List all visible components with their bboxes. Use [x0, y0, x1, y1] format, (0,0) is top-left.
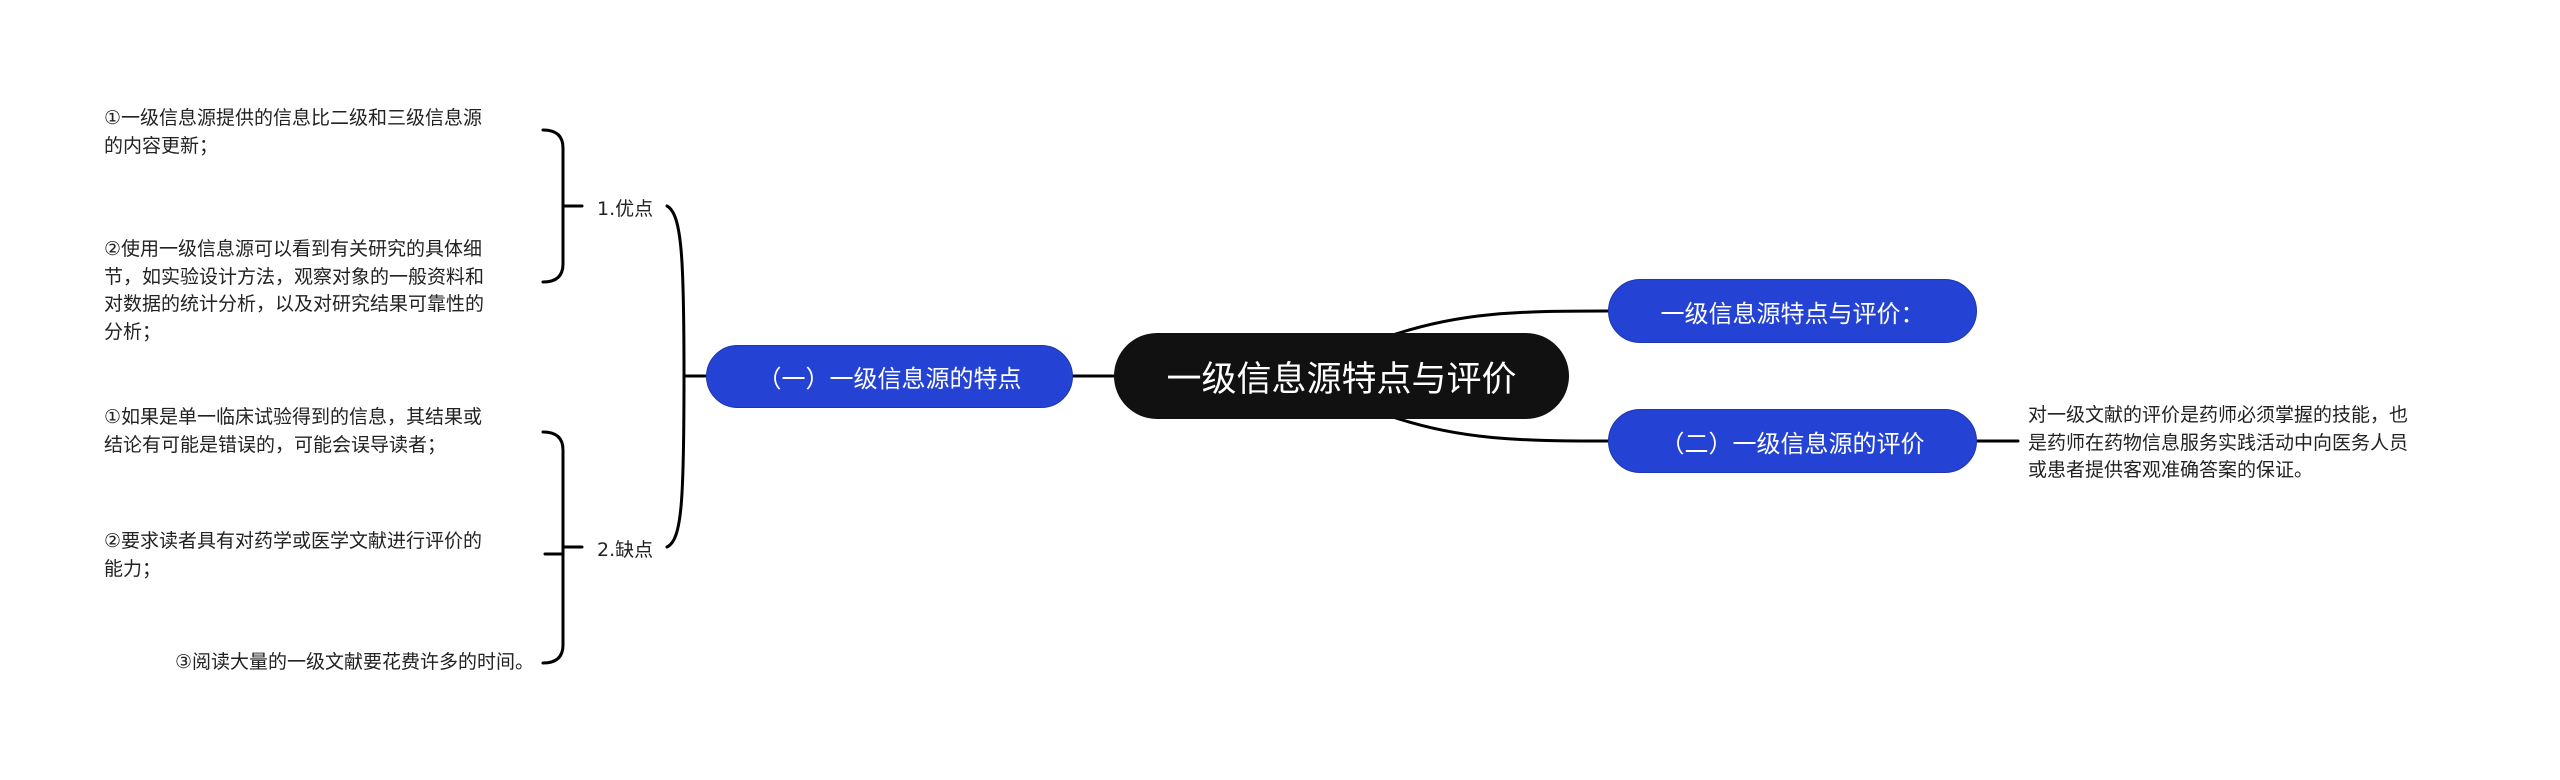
evaluation-note[interactable]: 对一级文献的评价是药师必须掌握的技能，也 是药师在药物信息服务实践活动中向医务人…	[2028, 404, 2409, 481]
pros-item-1[interactable]: ①一级信息源提供的信息比二级和三级信息源 的内容更新；	[104, 107, 483, 157]
root-title: 一级信息源特点与评价	[1166, 359, 1517, 400]
pros-item-2[interactable]: ②使用一级信息源可以看到有关研究的具体细 节，如实验设计方法，观察对象的一般资料…	[104, 238, 485, 343]
link-trunk-cons	[665, 374, 686, 549]
topic-characteristics[interactable]: （一）一级信息源的特点	[706, 345, 1073, 408]
cons-item-2[interactable]: ②要求读者具有对药学或医学文献进行评价的 能力；	[104, 530, 483, 580]
group-label-cons[interactable]: 2.缺点	[597, 539, 654, 561]
bracket-pros	[541, 128, 565, 284]
topic-overview[interactable]: 一级信息源特点与评价：	[1608, 279, 1977, 343]
link-trunk-pros	[665, 204, 686, 378]
group-label-pros[interactable]: 1.优点	[597, 198, 654, 220]
cons-item-3[interactable]: ③阅读大量的一级文献要花费许多的时间。	[174, 651, 534, 673]
link-root-right-bottom	[1388, 414, 1610, 443]
topic-evaluation[interactable]: （二）一级信息源的评价	[1608, 409, 1977, 473]
root-node[interactable]: 一级信息源特点与评价	[1114, 333, 1569, 419]
cons-item-1[interactable]: ①如果是单一临床试验得到的信息，其结果或 结论有可能是错误的，可能会误导读者；	[104, 406, 483, 456]
bracket-cons	[541, 430, 565, 665]
topic-characteristics-label: （一）一级信息源的特点	[757, 365, 1022, 393]
topic-overview-label: 一级信息源特点与评价：	[1660, 299, 1925, 328]
topic-evaluation-label: （二）一级信息源的评价	[1660, 429, 1925, 458]
